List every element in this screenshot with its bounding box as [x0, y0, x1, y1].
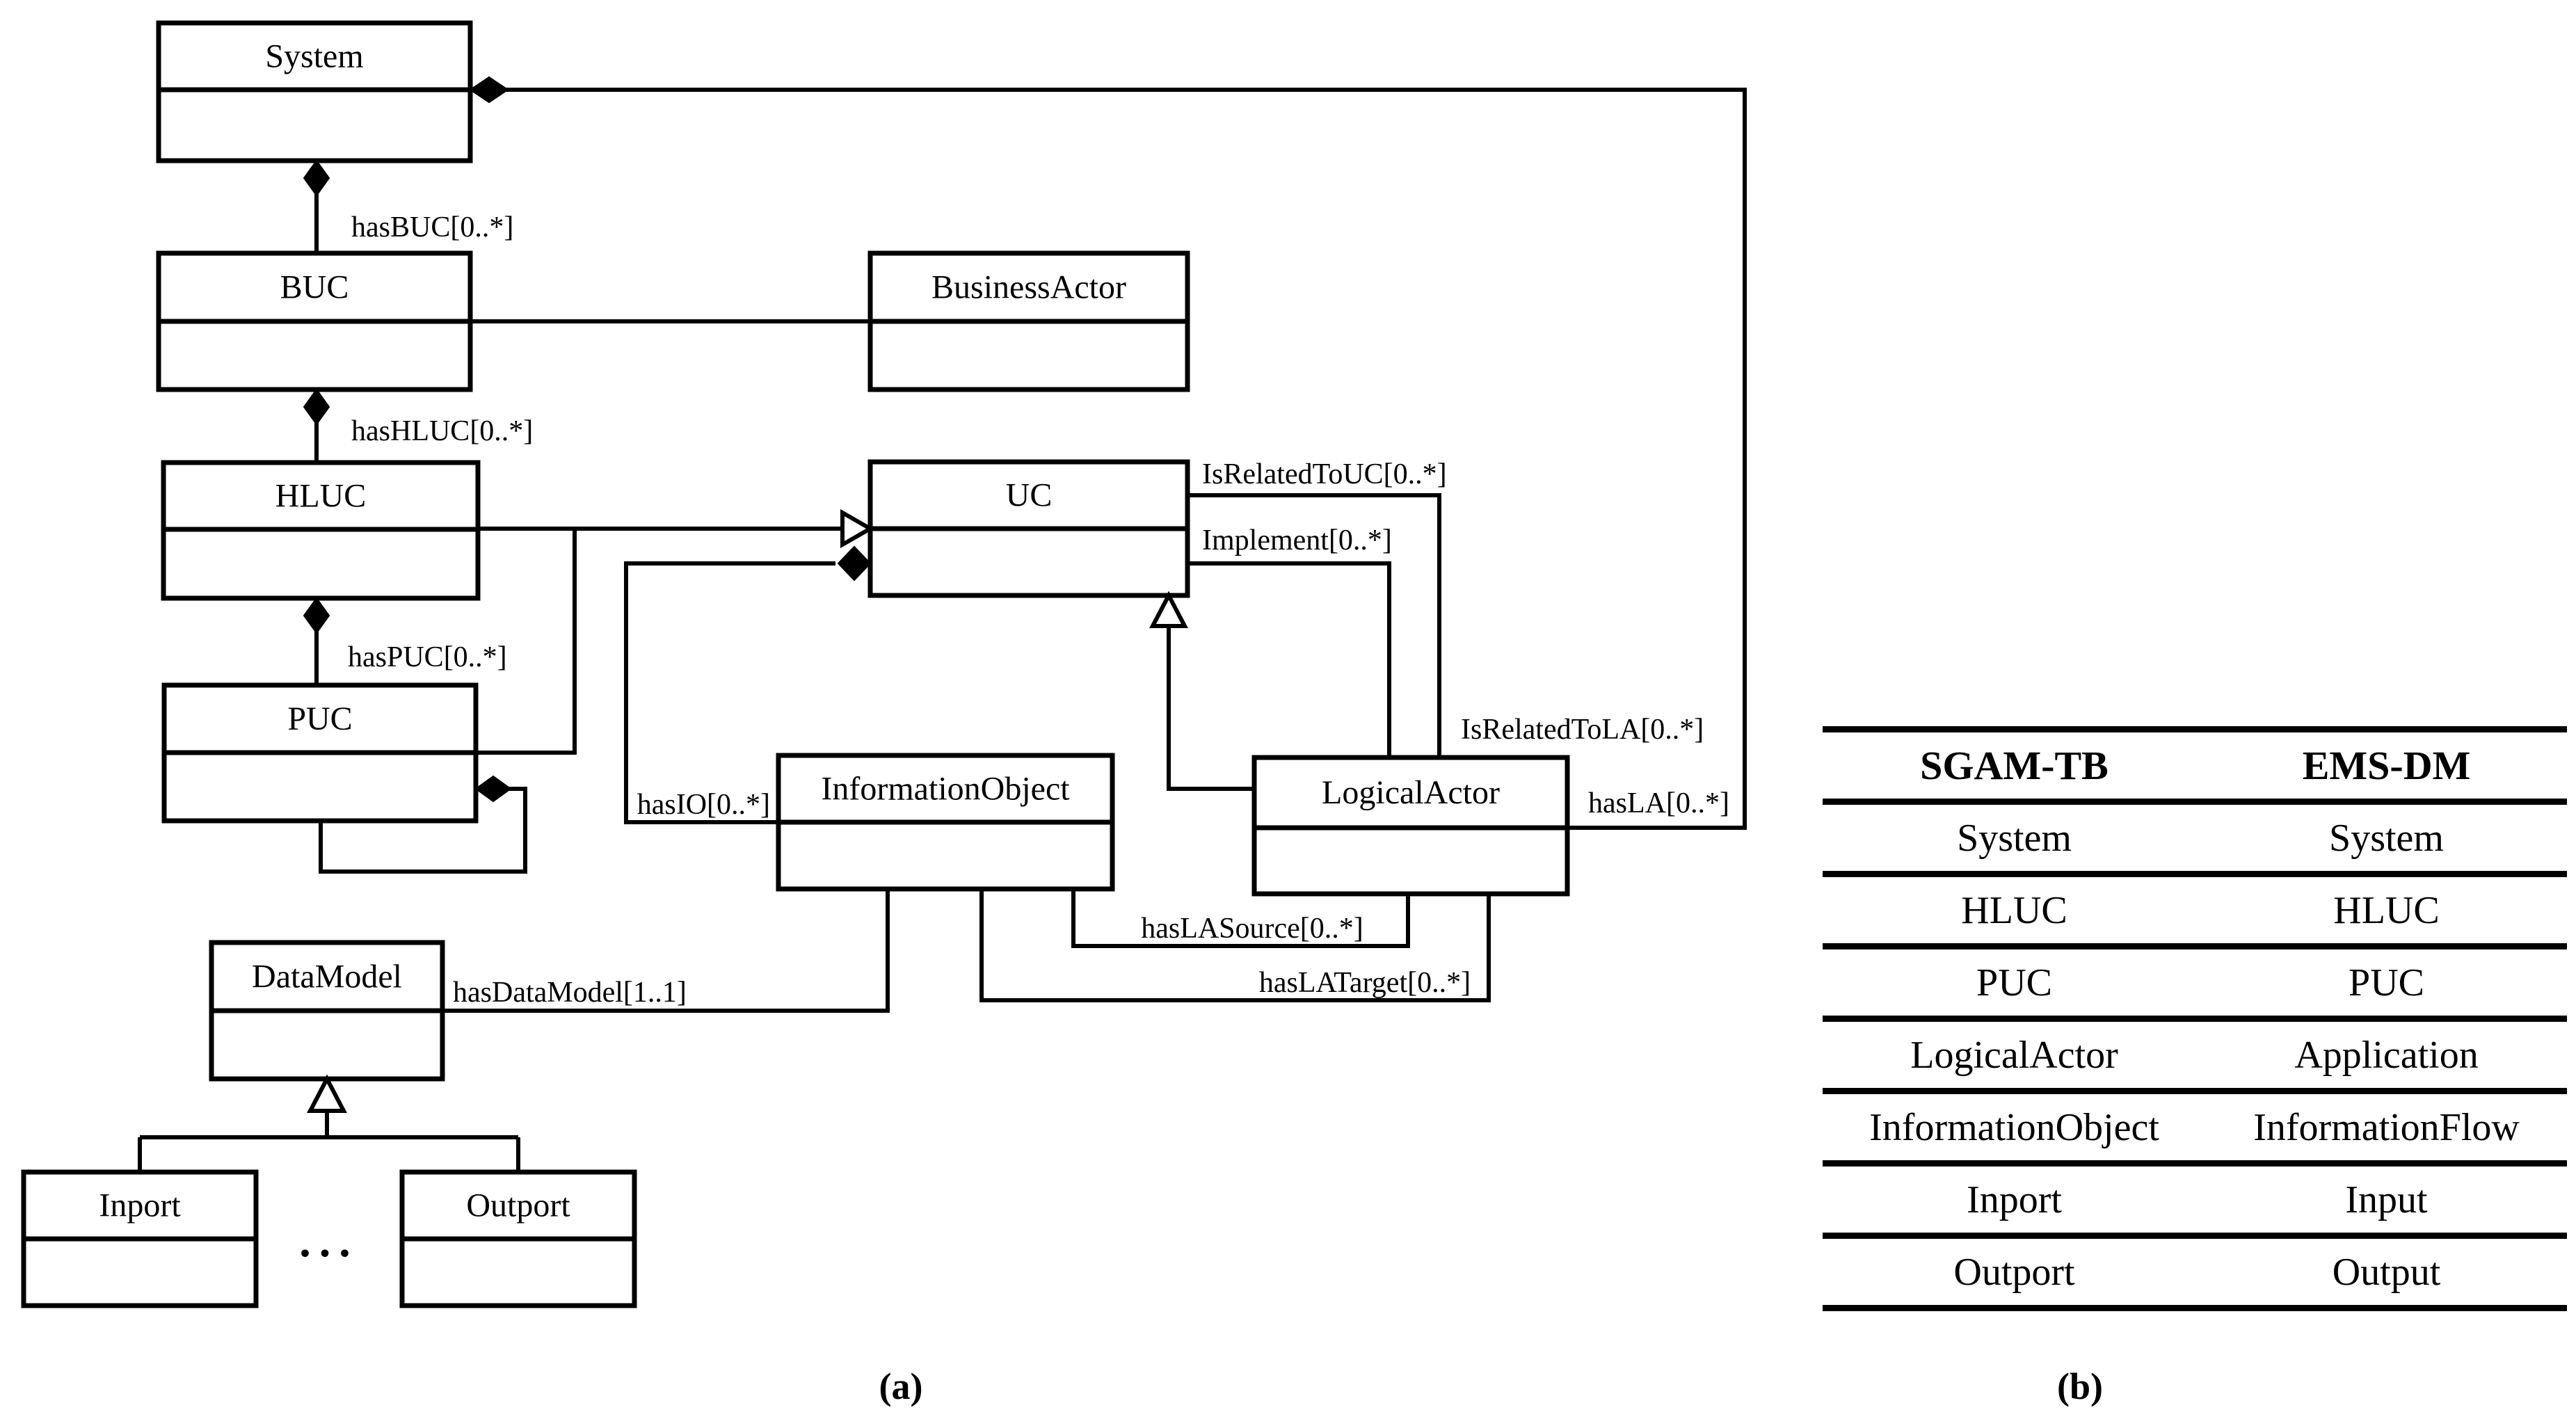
composition-diamond-icon-has-hluc-diamond [303, 388, 330, 426]
table-row: PUC PUC [1823, 949, 2567, 1022]
label-ellipsis: ... [299, 1216, 359, 1267]
table-header-row: SGAM-TB EMS-DM [1823, 732, 2567, 805]
class-title-system: System [265, 38, 363, 75]
table-cell: System [1957, 816, 2072, 860]
class-title-business-actor: BusinessActor [931, 269, 1126, 306]
caption-a: (a) [879, 1365, 923, 1407]
label-has-la-source-label: hasLASource[0..*] [1141, 913, 1363, 945]
edge-has-io [624, 561, 835, 824]
class-data-model: DataModel [209, 940, 445, 1082]
table-cell: Output [2332, 1250, 2441, 1294]
composition-diamond-icon-puc-self-diamond [474, 775, 512, 803]
label-is-related-to-la-label: IsRelatedToLA[0..*] [1461, 714, 1704, 746]
label-has-buc-label: hasBUC[0..*] [351, 211, 513, 243]
edge-has-la-target [979, 889, 1491, 1002]
generalization-triangle-icon-logicalactor-uc-triangle [1149, 591, 1188, 628]
edge-implement [1187, 561, 1391, 757]
class-title-inport: Inport [99, 1187, 181, 1224]
class-title-hluc: HLUC [275, 478, 367, 515]
composition-diamond-icon-has-la-diamond [469, 76, 509, 104]
label-has-io-label: hasIO[0..*] [637, 789, 770, 821]
generalization-triangle-icon-datamodel-triangle [307, 1074, 347, 1113]
class-system: System [156, 20, 473, 163]
edge-puc-generalization-join [476, 529, 577, 755]
table-row: System System [1823, 805, 2567, 877]
label-is-related-to-uc-label: IsRelatedToUC[0..*] [1202, 458, 1447, 490]
edge-is-related-to-uc [1187, 493, 1441, 757]
table-cell: HLUC [2333, 888, 2440, 932]
table-cell: Inport [1967, 1178, 2062, 1221]
class-buc: BUC [156, 250, 473, 392]
label-has-data-model-label: hasDataModel[1..1] [453, 977, 687, 1009]
edge-has-la-source [1071, 889, 1410, 948]
label-has-puc-label: hasPUC[0..*] [348, 641, 507, 673]
table-cell: System [2329, 816, 2444, 860]
table-row: HLUC HLUC [1823, 877, 2567, 949]
class-title-logical-actor: LogicalActor [1322, 774, 1500, 811]
composition-diamond-icon-has-puc-diamond [303, 597, 330, 634]
class-inport: Inport [21, 1169, 259, 1308]
table-row: Outport Output [1823, 1239, 2567, 1311]
table-row: InformationObject InformationFlow [1823, 1094, 2567, 1167]
table-cell: PUC [2349, 961, 2424, 1004]
table-cell: Outport [1953, 1250, 2075, 1294]
class-title-data-model: DataModel [252, 959, 402, 995]
composition-diamond-icon-has-io-diamond [837, 545, 872, 582]
table-cell: Application [2294, 1033, 2479, 1077]
class-business-actor: BusinessActor [867, 250, 1190, 392]
label-has-hluc-label: hasHLUC[0..*] [351, 415, 533, 447]
label-implement-label: Implement[0..*] [1202, 524, 1392, 556]
table-cell: PUC [1976, 961, 2052, 1004]
class-title-outport: Outport [466, 1187, 570, 1224]
label-has-la-label: hasLA[0..*] [1588, 787, 1729, 819]
table-cell: LogicalActor [1910, 1033, 2118, 1077]
table-row: Inport Input [1823, 1167, 2567, 1239]
caption-b: (b) [2057, 1365, 2103, 1407]
class-title-information-object: InformationObject [821, 771, 1070, 808]
edge-has-la [470, 88, 1747, 830]
table-cell: InformationObject [1869, 1105, 2159, 1149]
table-cell: InformationFlow [2253, 1105, 2520, 1149]
table-cell: Input [2345, 1178, 2428, 1221]
class-title-puc: PUC [287, 700, 352, 737]
label-has-la-target-label: hasLATarget[0..*] [1259, 967, 1471, 999]
class-puc: PUC [161, 682, 479, 824]
table-row: LogicalActor Application [1823, 1022, 2567, 1094]
class-logical-actor: LogicalActor [1251, 755, 1570, 897]
class-title-buc: BUC [280, 269, 349, 306]
table-header-cell: EMS-DM [2302, 742, 2471, 788]
class-hluc: HLUC [161, 460, 481, 601]
table-cell: HLUC [1961, 888, 2067, 932]
class-information-object: InformationObject [776, 753, 1115, 892]
class-title-uc: UC [1006, 477, 1053, 514]
class-uc: UC [867, 459, 1190, 598]
generalization-triangle-icon-hluc-uc-triangle [840, 508, 875, 549]
table-header-cell: SGAM-TB [1920, 742, 2109, 788]
class-outport: Outport [399, 1169, 637, 1308]
composition-diamond-icon-has-buc-diamond [303, 159, 330, 197]
edge-logicalactor-uc-generalization [1167, 625, 1254, 791]
edge-has-data-model [442, 889, 890, 1013]
